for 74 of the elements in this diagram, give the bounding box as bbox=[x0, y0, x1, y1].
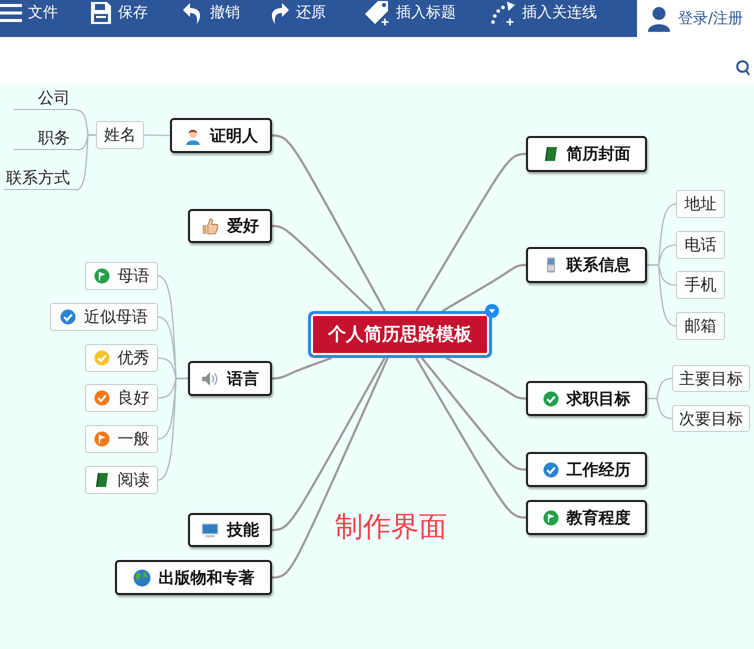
main-topic bbox=[170, 118, 272, 153]
topic-text: 邮箱 bbox=[684, 316, 716, 336]
connector-line bbox=[446, 357, 526, 400]
insert-topic-button: 插入标题 bbox=[364, 0, 456, 25]
main-topic bbox=[526, 452, 647, 487]
subtopic bbox=[85, 344, 158, 372]
subtopic bbox=[85, 384, 158, 412]
annotation-text: 制作界面 bbox=[335, 510, 447, 544]
topic-text: 母语 bbox=[118, 266, 150, 286]
connector-line bbox=[144, 134, 170, 136]
connector-line bbox=[272, 224, 374, 312]
topic-text: 主要目标 bbox=[679, 368, 743, 388]
topic-text: 姓名 bbox=[104, 125, 136, 145]
topic-text: 简历封面 bbox=[566, 144, 630, 164]
central-topic bbox=[308, 311, 492, 358]
topic-text: 爱好 bbox=[227, 216, 259, 236]
login-button: 登录/注册 bbox=[637, 0, 754, 37]
connector-line bbox=[415, 357, 526, 519]
connector-line bbox=[647, 264, 676, 286]
main-topic bbox=[526, 136, 647, 172]
save-button: 保存 bbox=[90, 0, 148, 25]
subtopic bbox=[85, 466, 158, 494]
main-topic bbox=[115, 560, 272, 595]
topic-text: 公司 bbox=[38, 88, 70, 108]
connector-line bbox=[415, 152, 526, 312]
subtopic bbox=[672, 365, 750, 392]
topic-text: 近似母语 bbox=[84, 307, 148, 327]
topic-text: 技能 bbox=[227, 520, 259, 540]
topic-text: 良好 bbox=[118, 388, 150, 408]
main-topic bbox=[188, 361, 272, 396]
undo-button: 撤销 bbox=[182, 0, 240, 25]
main-topic bbox=[526, 247, 647, 283]
topic-text: 职务 bbox=[38, 128, 70, 148]
topic-text: 地址 bbox=[684, 194, 716, 214]
topic-text: 证明人 bbox=[210, 126, 258, 146]
subtopic bbox=[676, 190, 725, 218]
topic-text: 次要目标 bbox=[679, 408, 743, 428]
subtopic bbox=[85, 262, 158, 290]
topic-text: 联系方式 bbox=[6, 168, 70, 188]
subtopic bbox=[676, 231, 725, 259]
insert-relationship-button: 插入关连线 bbox=[490, 0, 597, 25]
connector-line bbox=[442, 264, 526, 312]
subtopic bbox=[672, 405, 750, 432]
topic-text: 出版物和专著 bbox=[158, 568, 254, 588]
topic-text: 电话 bbox=[684, 235, 716, 255]
topic-text: 工作经历 bbox=[566, 460, 630, 480]
topic-text: 阅读 bbox=[118, 470, 150, 490]
subtopic bbox=[676, 312, 725, 340]
connector-line bbox=[272, 358, 389, 579]
connector-line bbox=[76, 134, 96, 151]
connector-line bbox=[421, 357, 526, 471]
topic-text: 求职目标 bbox=[566, 388, 630, 408]
main-topic bbox=[188, 513, 272, 547]
subtopic bbox=[50, 303, 158, 331]
topic-text: 教育程度 bbox=[566, 508, 630, 528]
subtopic bbox=[85, 425, 158, 453]
topic-text: 手机 bbox=[684, 275, 716, 295]
main-topic bbox=[188, 209, 272, 243]
main-topic bbox=[526, 500, 647, 535]
menu-button: 文件 bbox=[0, 0, 58, 25]
topic-text: 语言 bbox=[227, 368, 259, 388]
topic-text: 一般 bbox=[118, 429, 150, 449]
subtopic bbox=[676, 271, 725, 299]
main-topic bbox=[526, 381, 647, 416]
connector-line bbox=[158, 378, 188, 399]
connector-line bbox=[272, 134, 386, 312]
redo-button: 还原 bbox=[268, 0, 326, 25]
connector-line bbox=[272, 357, 386, 532]
subtopic bbox=[96, 121, 144, 149]
topic-text: 优秀 bbox=[118, 348, 150, 368]
topic-text: 个人简历思路模板 bbox=[328, 324, 472, 346]
connector-line bbox=[272, 356, 332, 380]
topic-text: 联系信息 bbox=[566, 255, 630, 275]
connector-line bbox=[647, 398, 672, 420]
